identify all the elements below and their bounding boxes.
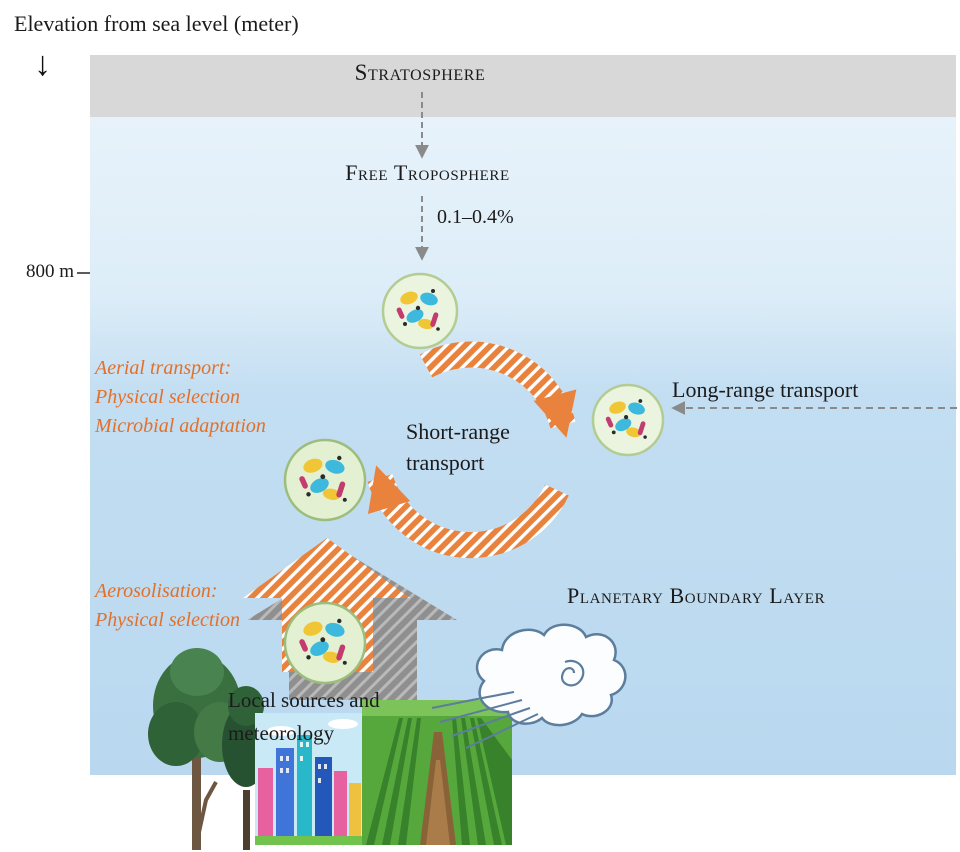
exchange-percent-label: 0.1–0.4% xyxy=(437,206,514,228)
short-range-line2: transport xyxy=(406,450,485,475)
figure-title: Elevation from sea level (meter) xyxy=(14,11,299,36)
wind-cloud-icon xyxy=(431,623,627,749)
microbe-cluster-left-icon xyxy=(283,438,367,522)
local-sources-line1: Local sources and xyxy=(228,688,380,712)
planetary-boundary-layer-label: Planetary Boundary Layer xyxy=(567,583,826,608)
elevation-tick-label: 800 m xyxy=(25,261,74,282)
wind-lines xyxy=(431,691,539,749)
long-range-transport-label: Long-range transport xyxy=(672,377,859,402)
local-sources-line2: meteorology xyxy=(228,721,335,745)
short-range-line1: Short-range xyxy=(406,419,510,444)
elevation-direction-icon: ↓ xyxy=(34,46,51,83)
short-range-transport-label: Short-range transport xyxy=(406,416,510,478)
aerosolisation-note-line2: Physical selection xyxy=(95,609,240,631)
city-image xyxy=(255,713,373,845)
microbe-cluster-right-icon xyxy=(591,383,665,457)
aerosolisation-note: Aerosolisation: Physical selection xyxy=(95,577,240,635)
microbe-cluster-top-icon xyxy=(381,272,459,350)
aerosolisation-note-line1: Aerosolisation: xyxy=(95,580,218,602)
stratosphere-label: Stratosphere xyxy=(354,60,486,85)
stratosphere-band xyxy=(90,55,956,117)
aerial-note-line1: Aerial transport: xyxy=(95,357,232,379)
microbe-cluster-surface-icon xyxy=(283,601,367,685)
aerial-note-line3: Microbial adaptation xyxy=(95,415,266,437)
aerial-note-line2: Physical selection xyxy=(95,386,240,408)
free-troposphere-label: Free Troposphere xyxy=(345,160,510,185)
local-sources-label: Local sources and meteorology xyxy=(228,684,380,750)
aerial-transport-note: Aerial transport: Physical selection Mic… xyxy=(95,354,266,441)
short-range-transport-loop xyxy=(367,341,577,559)
